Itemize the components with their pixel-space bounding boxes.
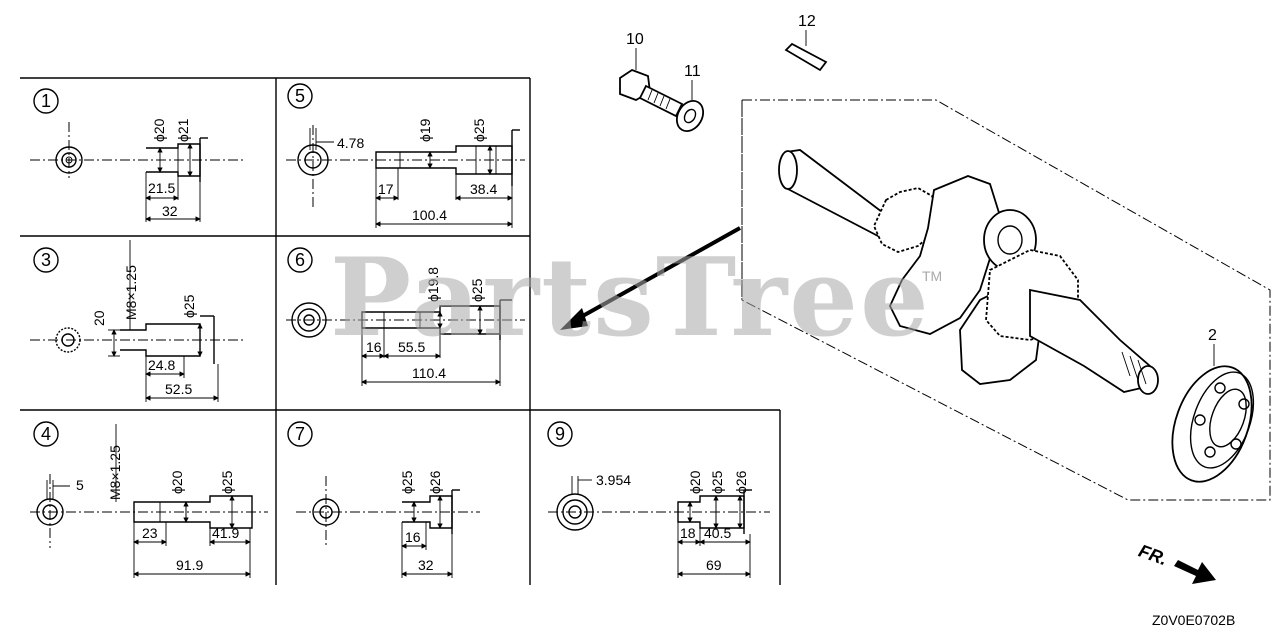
panel-number: 4: [41, 424, 51, 444]
callout-washer: 11: [684, 63, 701, 80]
panel-grid: [20, 77, 781, 585]
dim-d2: ϕ25: [709, 470, 725, 494]
dim-key: 5: [76, 477, 84, 493]
dim-thread: M8×1.25: [107, 445, 123, 500]
panel-number: 9: [555, 424, 565, 444]
dim-d2: ϕ26: [427, 470, 443, 494]
dim-d2: ϕ25: [219, 470, 235, 494]
key-12[interactable]: 12: [784, 13, 828, 72]
dim-h2: 55.5: [398, 339, 425, 355]
panel-number: 6: [295, 250, 305, 270]
panel-9: 9 3.954 ϕ20 ϕ25 ϕ26 18 40.5 69: [547, 421, 770, 578]
dim-h3: 110.4: [412, 365, 446, 381]
dim-key: 3.954: [596, 472, 631, 488]
dim-h1: 18: [680, 525, 696, 541]
dim-h1: 24.8: [148, 357, 175, 373]
exploded-view: 10 11 12: [560, 13, 1271, 584]
dim-d2: ϕ25: [471, 118, 487, 142]
front-indicator: FR.: [1136, 541, 1216, 584]
dim-d1: ϕ20: [151, 118, 167, 142]
dim-h2: 41.9: [212, 525, 239, 541]
dim-h3: 69: [706, 557, 722, 573]
panel-number: 5: [295, 86, 305, 106]
dim-h2: 52.5: [165, 381, 192, 397]
bolt-10[interactable]: 10: [619, 31, 684, 118]
bearing-2[interactable]: 2: [1158, 327, 1267, 493]
dim-h1: 16: [366, 339, 382, 355]
panel-7: 7 ϕ25 ϕ26 16 32: [287, 421, 480, 578]
dim-h1: 21.5: [148, 180, 175, 196]
callout-bolt: 10: [626, 31, 644, 48]
dim-h2: 32: [418, 557, 434, 573]
dim-offset: 20: [91, 310, 107, 326]
dim-h2: 32: [162, 203, 178, 219]
dim-d2: ϕ21: [175, 118, 191, 142]
front-label: FR.: [1136, 541, 1170, 570]
panel-number: 1: [41, 91, 51, 111]
panel-3: 3 M8×1.25 20 ϕ25 24.8 52.5: [30, 240, 245, 402]
callout-key: 12: [798, 13, 816, 30]
washer-11[interactable]: 11: [672, 63, 709, 136]
dim-d1: ϕ25: [181, 294, 197, 318]
diagram-code: Z0V0E0702B: [1152, 612, 1236, 628]
panel-5: 5 4.78 ϕ19 ϕ25 17 38.4 100.4: [286, 83, 525, 228]
panel-4: 4 5 M8×1.25 ϕ20 ϕ25 23 41.9 91.9: [30, 421, 268, 578]
dim-h1: 16: [405, 529, 421, 545]
dim-d1: ϕ20: [169, 470, 185, 494]
panel-number: 3: [41, 250, 51, 270]
dim-h1: 17: [378, 181, 394, 197]
direction-arrow: [560, 226, 741, 330]
panel-number: 7: [295, 424, 305, 444]
dim-d1: ϕ25: [399, 470, 415, 494]
dim-d2: ϕ25: [469, 278, 485, 302]
watermark: PartsTree: [330, 235, 931, 361]
callout-bearing: 2: [1208, 327, 1217, 344]
dim-thread: M8×1.25: [123, 265, 139, 320]
dim-h2: 40.5: [704, 525, 731, 541]
dim-h3: 100.4: [412, 207, 447, 223]
dim-d1: ϕ19.8: [425, 267, 441, 302]
dim-d1: ϕ20: [687, 470, 703, 494]
dim-key: 4.78: [337, 135, 364, 151]
panel-6: 6 ϕ19.8 ϕ25 16 55.5 110.4: [286, 247, 525, 386]
dim-h2: 38.4: [470, 181, 497, 197]
dim-d3: ϕ26: [733, 470, 749, 494]
panel-1: 1 ϕ20 ϕ21 21.5 32: [30, 88, 245, 222]
dim-h3: 91.9: [176, 557, 203, 573]
crankshaft[interactable]: [778, 149, 1159, 395]
watermark-trademark: TM: [922, 268, 943, 284]
dim-h1: 23: [142, 525, 158, 541]
dim-d1: ϕ19: [417, 118, 433, 142]
